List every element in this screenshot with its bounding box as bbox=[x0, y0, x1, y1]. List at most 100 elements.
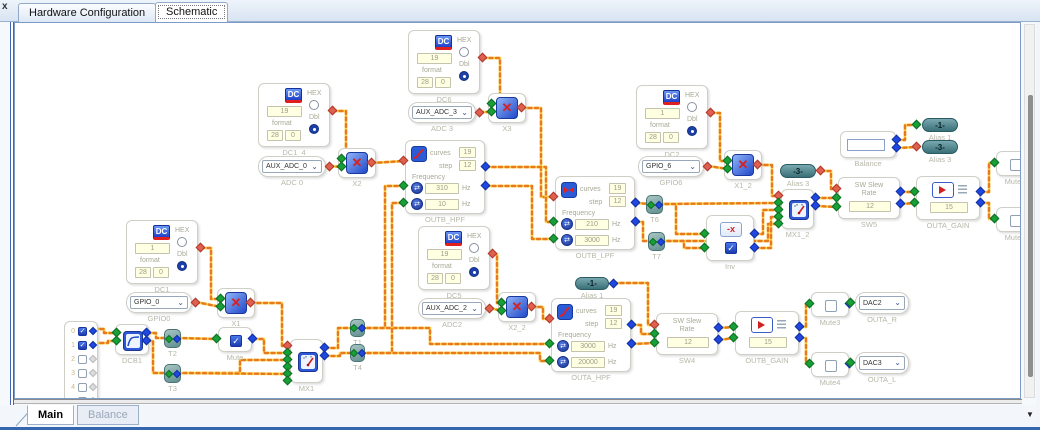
block-alias-3[interactable]: -3- bbox=[780, 164, 816, 178]
wire[interactable] bbox=[753, 208, 781, 236]
hex-radio[interactable] bbox=[687, 102, 697, 112]
channel-checkbox[interactable]: ✓ bbox=[78, 326, 87, 336]
dc-value-field[interactable]: 19 bbox=[427, 249, 462, 260]
block-adc-3[interactable]: AUX_ADC_3 ⌄ bbox=[408, 102, 476, 123]
block-gpio0[interactable]: GPIO_0 ⌄ bbox=[126, 292, 192, 313]
t-out-port[interactable] bbox=[357, 323, 366, 333]
block-t4[interactable] bbox=[349, 344, 366, 362]
channel-port[interactable] bbox=[88, 354, 98, 364]
channel-port[interactable] bbox=[88, 340, 98, 350]
vertical-scrollbar[interactable] bbox=[1024, 24, 1035, 398]
input-channel-row[interactable]: 2 bbox=[65, 352, 98, 366]
dc-value-field[interactable]: 1 bbox=[645, 108, 680, 119]
freq-knob-2[interactable]: ⇄ bbox=[411, 198, 423, 210]
tab-main[interactable]: Main bbox=[27, 405, 75, 425]
format-field-1[interactable]: 28 bbox=[645, 132, 661, 143]
dc-value-field[interactable]: 19 bbox=[417, 53, 452, 64]
freq-knob-2[interactable]: ⇄ bbox=[557, 356, 569, 368]
channel-checkbox[interactable] bbox=[78, 368, 87, 378]
block-alias-1[interactable]: -1- bbox=[575, 277, 609, 290]
block-outb_gain[interactable]: 15 bbox=[735, 311, 799, 355]
format-field-1[interactable]: 28 bbox=[417, 77, 433, 88]
wire[interactable] bbox=[175, 371, 290, 376]
freq-knob-1[interactable]: ⇄ bbox=[411, 182, 423, 194]
mute-checkbox[interactable] bbox=[825, 299, 837, 312]
horizontal-splitter[interactable] bbox=[14, 399, 1022, 404]
input-channel-row[interactable]: 0 ✓ bbox=[65, 324, 98, 338]
channel-port[interactable] bbox=[88, 368, 98, 378]
block-sw4[interactable]: SW Slew Rate 12 bbox=[656, 313, 718, 355]
channel-port[interactable] bbox=[88, 326, 98, 336]
source-select[interactable]: DAC2 ⌄ bbox=[859, 296, 905, 310]
input-channel-row[interactable]: 5 bbox=[65, 394, 98, 398]
block-adc-0[interactable]: AUX_ADC_0 ⌄ bbox=[258, 156, 326, 177]
block-mute1[interactable] bbox=[996, 151, 1020, 176]
format-field-2[interactable]: 0 bbox=[435, 77, 451, 88]
block-t3[interactable] bbox=[164, 364, 181, 383]
block-mx1_2[interactable] bbox=[781, 189, 814, 229]
scroll-down-arrow[interactable]: ▼ bbox=[1026, 410, 1034, 419]
block-alias-1[interactable]: -1- bbox=[922, 118, 958, 132]
block-mx1[interactable] bbox=[290, 339, 323, 383]
invert-enable-checkbox[interactable]: ✓ bbox=[725, 242, 737, 254]
t-out-port[interactable] bbox=[654, 200, 663, 209]
block-mute3[interactable] bbox=[811, 292, 849, 317]
hex-radio[interactable] bbox=[459, 47, 469, 57]
source-select[interactable]: DAC3 ⌄ bbox=[859, 356, 905, 370]
freq-field-2[interactable]: 3000 bbox=[575, 235, 609, 246]
freq-field-1[interactable]: 3000 bbox=[571, 341, 605, 352]
format-field-2[interactable]: 0 bbox=[445, 273, 461, 284]
block-mute[interactable]: ✓ bbox=[218, 327, 252, 352]
mute-checkbox[interactable] bbox=[825, 359, 837, 372]
freq-field-1[interactable]: 310 bbox=[425, 183, 459, 194]
balance-value-input[interactable] bbox=[847, 139, 885, 151]
wire[interactable] bbox=[175, 358, 290, 375]
tab-schematic[interactable]: Schematic bbox=[155, 2, 229, 22]
source-select[interactable]: AUX_ADC_0 ⌄ bbox=[262, 160, 322, 173]
format-field-1[interactable]: 28 bbox=[267, 130, 283, 141]
block-mute2[interactable] bbox=[996, 207, 1020, 232]
hex-radio[interactable] bbox=[177, 237, 187, 247]
freq-knob-1[interactable]: ⇄ bbox=[561, 218, 573, 230]
dbl-radio[interactable] bbox=[687, 126, 697, 136]
dc-value-field[interactable]: 1 bbox=[135, 243, 170, 254]
mute-checkbox[interactable] bbox=[1010, 158, 1020, 171]
wire[interactable] bbox=[520, 106, 556, 199]
format-field-2[interactable]: 0 bbox=[285, 130, 301, 141]
wire[interactable] bbox=[323, 351, 356, 358]
left-splitter[interactable] bbox=[10, 22, 14, 427]
wire[interactable] bbox=[145, 331, 170, 340]
block-balance[interactable] bbox=[840, 131, 896, 158]
wire[interactable] bbox=[657, 201, 781, 206]
wire[interactable] bbox=[92, 327, 119, 335]
tab-balance[interactable]: Balance bbox=[77, 405, 139, 425]
source-select[interactable]: AUX_ADC_3 ⌄ bbox=[412, 106, 472, 119]
wire[interactable] bbox=[484, 184, 556, 241]
block-outa_gain[interactable]: 15 bbox=[916, 176, 980, 220]
block-t1[interactable] bbox=[349, 319, 366, 337]
source-select[interactable]: AUX_ADC_2 ⌄ bbox=[422, 302, 482, 315]
hex-radio[interactable] bbox=[469, 243, 479, 253]
block-mute4[interactable] bbox=[811, 352, 849, 377]
dc-value-field[interactable]: 19 bbox=[267, 106, 302, 117]
wire[interactable] bbox=[359, 201, 406, 355]
wire[interactable] bbox=[323, 326, 356, 350]
block-outa_hpf[interactable]: curves 19 step 12 Frequency ⇄ 3000 Hz ⇄ … bbox=[551, 298, 631, 372]
step-field[interactable]: 12 bbox=[609, 196, 626, 207]
panel-close-icon[interactable]: x bbox=[2, 1, 8, 12]
channel-checkbox[interactable]: ✓ bbox=[78, 340, 87, 350]
block-outb_lpf[interactable]: curves 19 step 12 Frequency ⇄ 210 Hz ⇄ 3… bbox=[555, 176, 635, 250]
block-adc2[interactable]: AUX_ADC_2 ⌄ bbox=[418, 298, 486, 319]
t-out-port[interactable] bbox=[656, 237, 665, 246]
channel-port[interactable] bbox=[88, 396, 98, 398]
block-outa_l[interactable]: DAC3 ⌄ bbox=[855, 352, 909, 374]
freq-knob-2[interactable]: ⇄ bbox=[561, 234, 573, 246]
source-select[interactable]: GPIO_0 ⌄ bbox=[130, 296, 188, 309]
input-channel-row[interactable]: 4 bbox=[65, 380, 98, 394]
mute-checkbox[interactable] bbox=[1010, 214, 1020, 227]
hex-radio[interactable] bbox=[309, 100, 319, 110]
channel-port[interactable] bbox=[88, 382, 98, 392]
block-dc5[interactable]: DC HEX 19 format Dbl 28 0 bbox=[418, 226, 490, 290]
channel-checkbox[interactable] bbox=[78, 354, 87, 364]
block-outb_hpf[interactable]: curves 19 step 12 Frequency ⇄ 310 Hz ⇄ 1… bbox=[405, 140, 485, 214]
